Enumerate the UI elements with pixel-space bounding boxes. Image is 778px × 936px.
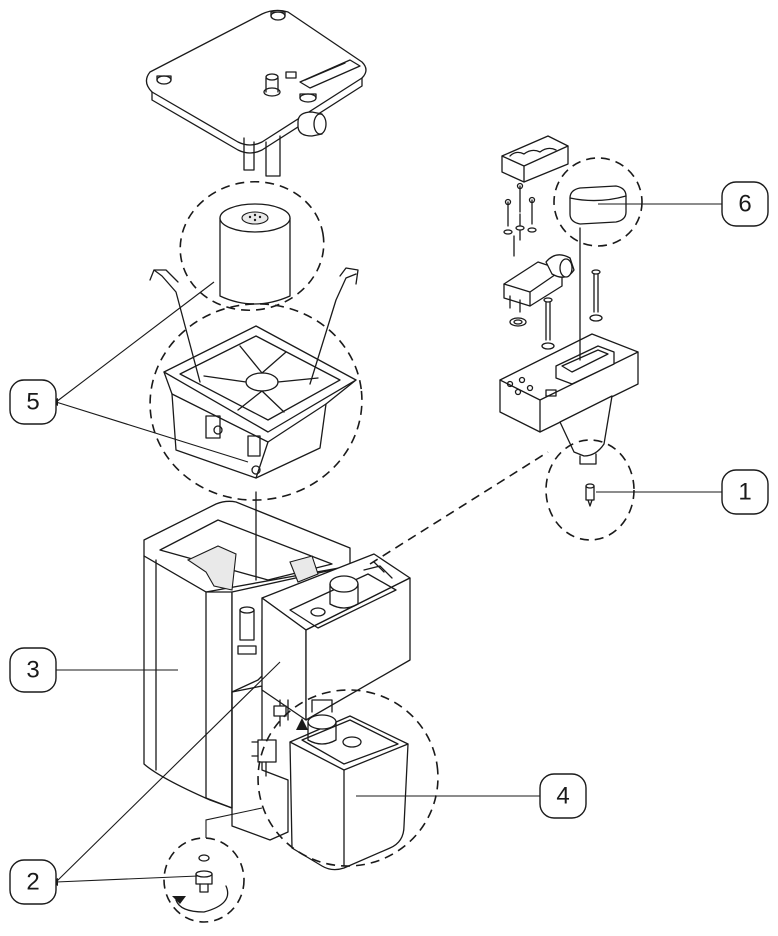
callout-5-label: 5 [26,389,39,416]
drain-plug [163,807,263,923]
callout-4: 4 [539,773,587,819]
callout-6: 6 [721,181,769,227]
callout-2: 2 [9,859,57,905]
callout-2-label: 2 [26,869,39,896]
callout-4-label: 4 [556,783,569,810]
flow-connector-line [369,451,549,565]
callout-6-label: 6 [738,191,751,218]
top-lid [145,9,367,177]
callout-5: 5 [9,379,57,425]
front-control-box [251,553,411,777]
filter-cartridge [179,180,325,312]
callout-1: 1 [721,469,769,515]
collection-tank [257,689,439,871]
filter-basket [149,267,363,501]
callout-1-label: 1 [738,479,751,506]
callout-3: 3 [9,647,57,693]
valve-assembly [499,135,643,541]
callout-3-label: 3 [26,657,39,684]
